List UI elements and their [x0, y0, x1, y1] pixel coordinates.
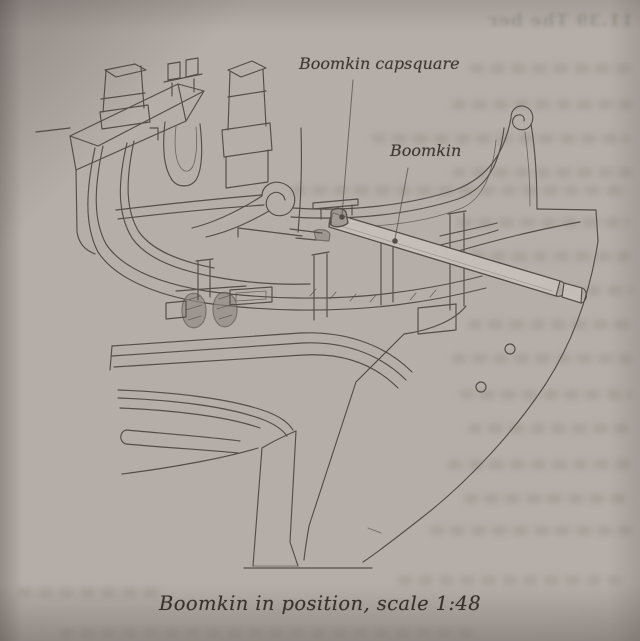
bleedthrough-smudge — [468, 320, 632, 329]
bleedthrough-smudge — [468, 424, 628, 433]
boomkin-spar — [289, 207, 587, 304]
bleedthrough-smudge — [452, 168, 632, 177]
label-boomkin-capsquare: Boomkin capsquare — [299, 54, 460, 73]
bleedthrough-smudge — [60, 628, 480, 637]
wales — [109, 332, 413, 475]
bleedthrough-smudge — [18, 588, 164, 597]
head-timbers — [165, 210, 467, 335]
leader-lines — [339, 79, 409, 244]
hawse-bolsters — [175, 285, 247, 329]
bleedthrough-smudge — [448, 460, 632, 469]
timberheads — [99, 57, 302, 233]
bleedthrough-smudge — [398, 576, 624, 585]
bleedthrough-smudge — [452, 100, 632, 109]
stem-cutwater — [243, 333, 405, 569]
bleedthrough-smudge — [545, 286, 633, 295]
bleedthrough-smudge — [372, 134, 630, 143]
main-rail — [191, 105, 534, 238]
bleedthrough-smudge — [430, 526, 632, 535]
figure-caption: Boomkin in position, scale 1:48 — [158, 592, 482, 615]
bleedthrough-smudge — [292, 186, 628, 195]
bleedthrough-smudge — [450, 252, 630, 261]
deck-line — [35, 127, 71, 133]
bleedthrough-smudge — [464, 494, 632, 503]
bleedthrough-smudge — [458, 218, 630, 227]
cathead — [69, 83, 205, 255]
bleedthrough-smudge — [470, 64, 632, 73]
label-boomkin: Boomkin — [390, 141, 462, 160]
bleedthrough-smudge — [460, 390, 632, 399]
bleedthrough-smudge — [452, 354, 632, 363]
hull-edge — [362, 123, 599, 563]
boomkin-rail-bracket — [312, 198, 359, 220]
